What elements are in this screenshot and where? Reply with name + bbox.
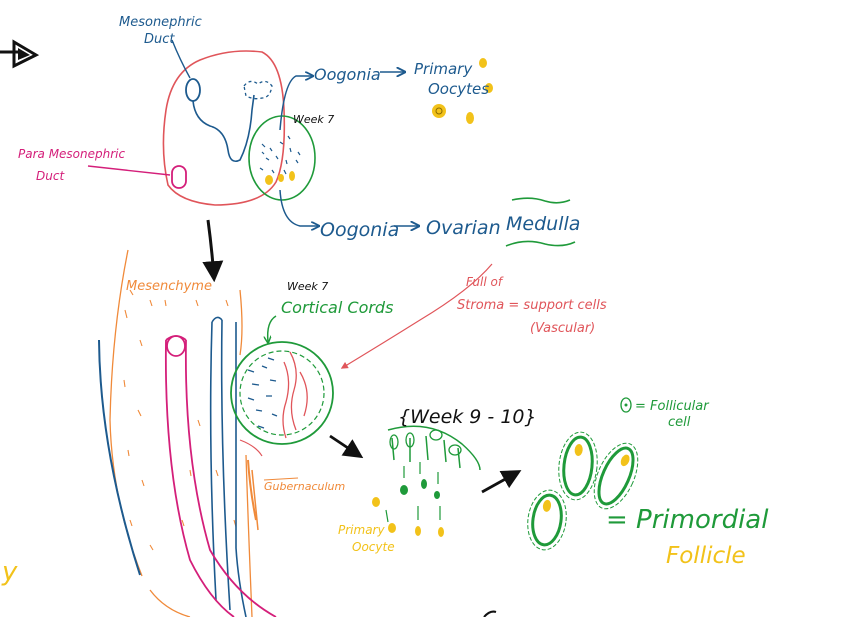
week7-mid-label: Week 7	[287, 280, 328, 293]
mesenchyme-label: Mesenchyme	[126, 279, 212, 294]
paramesonephric-label-1: Para Mesonephric	[18, 147, 126, 161]
gubernaculum-label: Gubernaculum	[264, 480, 345, 493]
cortex-week9-10	[372, 425, 481, 537]
primary-oocyte-label-2: Oocyte	[352, 540, 395, 554]
oogonia-label-2: Oogonia	[320, 219, 399, 241]
primary-label-1: Primary	[414, 60, 473, 78]
ovarian-label: Ovarian	[426, 217, 501, 239]
arrow-to-follicles	[481, 470, 522, 494]
mesonephric-label-1: Mesonephric	[119, 15, 202, 30]
primordial-label: = Primordial	[606, 505, 769, 535]
vascular-label: (Vascular)	[530, 321, 595, 336]
primary-oocytes-dots-top	[432, 58, 493, 124]
black-stroke-bottom	[483, 610, 497, 617]
medulla-underline	[505, 197, 576, 247]
gubernaculum-drawing	[247, 459, 299, 531]
oocytes-label-1: Oocytes	[428, 80, 489, 98]
mesonephros-outline	[162, 50, 286, 206]
stroma-label: Stroma = support cells	[457, 298, 607, 313]
paramesonephric-label-2: Duct	[36, 169, 65, 183]
pink-paramesonephric-duct	[164, 335, 277, 617]
primary-oocyte-label-1: Primary	[338, 523, 385, 537]
medulla-label: Medulla	[506, 213, 580, 235]
top-branch-arrows	[279, 72, 418, 226]
left-fragment-label: y	[1, 557, 18, 587]
week7-top-label: Week 7	[293, 113, 334, 126]
follicular-cell-label-2: cell	[668, 415, 691, 430]
full-of-label: Full of	[466, 275, 504, 289]
oogonia-label-1: Oogonia	[314, 65, 381, 84]
arrow-to-week9	[329, 434, 364, 459]
ovary-week7	[230, 341, 334, 457]
follicle-label: Follicle	[666, 543, 746, 569]
follicular-cell-legend-icon	[620, 397, 632, 413]
cortical-cords-label: Cortical Cords	[281, 298, 393, 317]
follicular-cell-label-1: = Follicular	[635, 399, 710, 414]
left-arrow-fragment	[0, 39, 40, 69]
blue-vertical-lines	[98, 316, 247, 617]
week9-10-label: {Week 9 - 10}	[398, 406, 537, 428]
cortical-cords-arrow	[268, 315, 277, 342]
paramesonephric-duct-drawing	[87, 165, 187, 189]
down-arrow	[202, 219, 224, 283]
stroma-arrow	[340, 263, 493, 369]
mesenchyme-body	[109, 249, 253, 617]
mesonephric-label-2: Duct	[144, 32, 175, 47]
mesonephric-duct-drawing	[171, 39, 273, 163]
